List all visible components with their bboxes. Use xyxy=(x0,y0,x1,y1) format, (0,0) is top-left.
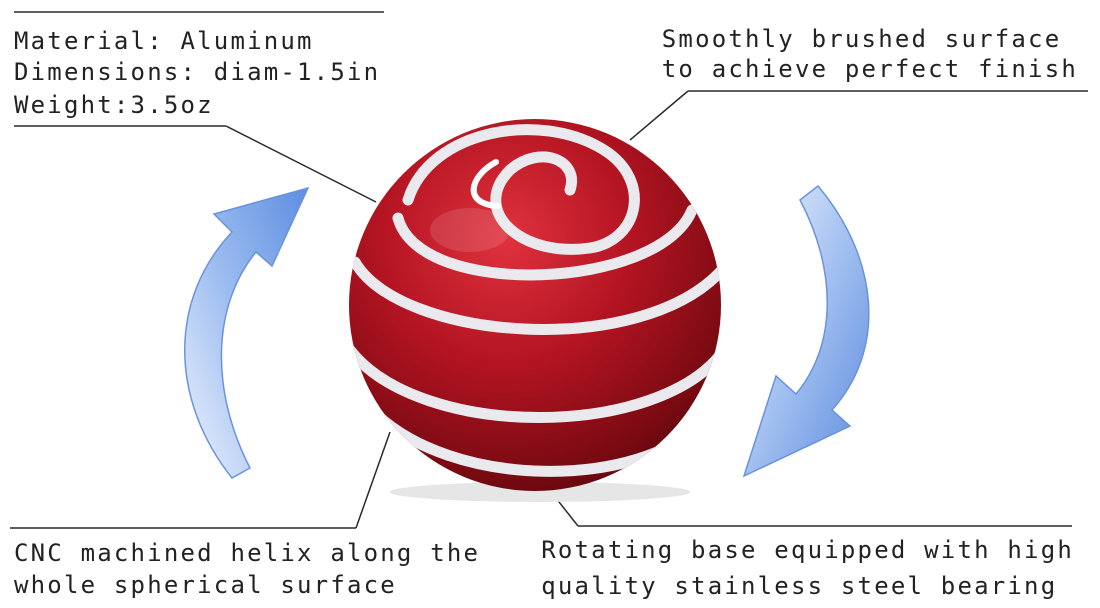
rotate-counterclockwise-arrow-icon xyxy=(184,186,310,479)
spinning-ball xyxy=(349,119,721,502)
material-spec: Material: Aluminum xyxy=(14,27,314,55)
helix-callout-line-2: whole spherical surface xyxy=(14,571,397,599)
bearing-callout-line-1: Rotating base equipped with high xyxy=(541,536,1074,564)
surface-callout-line-1: Smoothly brushed surface xyxy=(661,25,1062,53)
surface-callout: Smoothly brushed surface to achieve perf… xyxy=(662,24,1078,84)
callout-lines xyxy=(10,11,1088,529)
bearing-callout: Rotating base equipped with high quality… xyxy=(541,532,1074,604)
weight-spec: Weight:3.5oz xyxy=(14,91,214,119)
spec-list: Material: Aluminum Dimensions: diam-1.5i… xyxy=(14,26,380,121)
rotate-clockwise-arrow-icon xyxy=(742,184,870,478)
surface-callout-line-2: to achieve perfect finish xyxy=(661,55,1078,83)
helix-callout-line-1: CNC machined helix along the xyxy=(14,539,481,567)
dimensions-spec: Dimensions: diam-1.5in xyxy=(14,58,381,86)
bearing-callout-line-2: quality stainless steel bearing xyxy=(541,572,1058,600)
helix-callout: CNC machined helix along the whole spher… xyxy=(14,538,480,600)
